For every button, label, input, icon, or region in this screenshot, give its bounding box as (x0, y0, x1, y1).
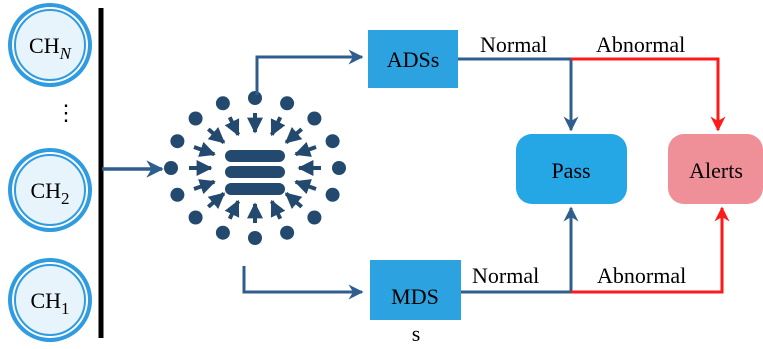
alerts-label: Alerts (689, 158, 743, 183)
database-disc (225, 183, 285, 195)
channel-1-label: CH1 (30, 288, 69, 318)
database-hub-icon (164, 91, 346, 245)
ads-label: ADSs (387, 47, 440, 72)
hub-inflow-arrow (193, 141, 216, 157)
database-disc (225, 150, 285, 162)
mds-to-alerts-arrow (571, 206, 730, 294)
ads-abnormal-label: Abnormal (596, 32, 685, 57)
hub-inflow-arrow (193, 179, 216, 195)
hub-source-dot (325, 187, 340, 202)
hub-source-dot (332, 161, 346, 175)
channel-n-label: CHN (29, 33, 73, 63)
hub-source-dot (248, 91, 262, 105)
hub-source-dot (248, 231, 262, 245)
channel-2: CH2 (8, 148, 92, 232)
hub-source-dot (188, 111, 203, 126)
channel-2-label: CH2 (30, 178, 69, 208)
hub-inflow-arrow (270, 199, 286, 220)
hub-source-dot (170, 187, 185, 202)
channel-1: CH1 (8, 258, 92, 342)
hub-inflow-arrow (224, 199, 240, 220)
hub-inflow-arrow (206, 127, 226, 145)
channel-n: CHN (8, 3, 92, 87)
hub-source-dot (307, 210, 322, 225)
hub-to-ads-arrow (255, 49, 364, 95)
pass-label: Pass (551, 158, 590, 183)
hub-source-dot (215, 225, 230, 240)
hub-source-dot (215, 96, 230, 111)
hub-inflow-arrow (206, 191, 226, 209)
hub-source-dot (307, 111, 322, 126)
hub-inflow-arrow (270, 116, 286, 137)
hub-inflow-arrow (284, 191, 304, 209)
hub-to-mds-arrow (242, 266, 364, 300)
ads-to-alerts-arrow (571, 57, 726, 132)
pass-box: Pass (516, 134, 627, 204)
mds-trailing-text: s (412, 321, 421, 346)
hub-inflow-arrow (294, 141, 317, 157)
mds-box: MDS (370, 260, 461, 320)
ads-normal-label: Normal (480, 32, 547, 57)
mds-normal-label: Normal (472, 263, 539, 288)
alerts-box: Alerts (668, 134, 763, 204)
hub-inflow-arrow (294, 179, 317, 195)
hub-source-dot (188, 210, 203, 225)
hub-source-dot (164, 161, 178, 175)
hub-source-dot (170, 134, 185, 149)
hub-inflow-arrow (224, 116, 240, 137)
hub-source-dot (280, 225, 295, 240)
hub-inflow-arrow (284, 127, 304, 145)
channel-ellipsis: ⋮ (55, 100, 77, 125)
hub-source-dot (325, 134, 340, 149)
ads-box: ADSs (368, 30, 458, 88)
database-disc (225, 166, 285, 178)
hub-source-dot (280, 96, 295, 111)
mds-label: MDS (391, 284, 439, 309)
mds-abnormal-label: Abnormal (597, 263, 686, 288)
